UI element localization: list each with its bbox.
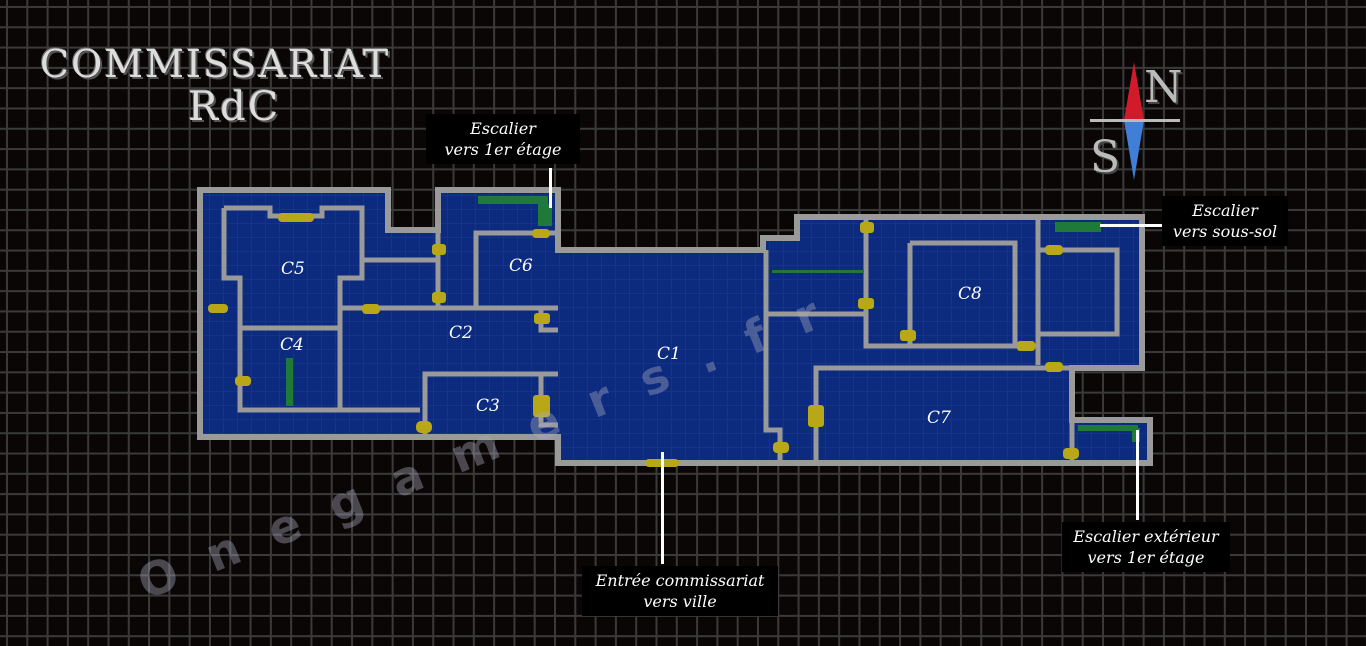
room-c7: C7 bbox=[927, 408, 951, 428]
room-c3: C3 bbox=[476, 396, 500, 416]
room-c1: C1 bbox=[657, 344, 681, 364]
callout-line2: vers 1er étage bbox=[444, 140, 562, 159]
doors bbox=[208, 213, 1079, 467]
callout-entrance: Entrée commissariat vers ville bbox=[582, 566, 778, 616]
compass-needle bbox=[1090, 62, 1180, 180]
compass-south: S bbox=[1090, 132, 1121, 183]
room-c5: C5 bbox=[281, 259, 305, 279]
callout-line1: Escalier bbox=[470, 119, 536, 138]
map-title: COMMISSARIAT bbox=[40, 42, 391, 86]
callout-line1: Escalier extérieur bbox=[1073, 527, 1219, 546]
callout-line-entrance bbox=[661, 452, 664, 564]
room-c6: C6 bbox=[509, 256, 533, 276]
room-c4: C4 bbox=[280, 335, 304, 355]
callout-stairs-first-floor: Escalier vers 1er étage bbox=[426, 114, 580, 164]
callout-exterior-stairs: Escalier extérieur vers 1er étage bbox=[1062, 522, 1230, 572]
callout-line2: vers sous-sol bbox=[1172, 222, 1278, 241]
room-c8: C8 bbox=[958, 284, 982, 304]
compass-north: N bbox=[1144, 62, 1183, 113]
callout-line-exterior-stairs bbox=[1136, 430, 1139, 520]
map-subtitle: RdC bbox=[188, 84, 281, 130]
callout-line-stairs-1st bbox=[549, 168, 552, 208]
callout-line1: Escalier bbox=[1192, 201, 1258, 220]
room-c2: C2 bbox=[449, 323, 473, 343]
callout-line1: Entrée commissariat bbox=[595, 571, 765, 590]
callout-line2: vers ville bbox=[643, 592, 717, 611]
callout-stairs-basement: Escalier vers sous-sol bbox=[1162, 196, 1288, 246]
callout-line2: vers 1er étage bbox=[1087, 548, 1205, 567]
callout-line-basement bbox=[1100, 224, 1162, 227]
